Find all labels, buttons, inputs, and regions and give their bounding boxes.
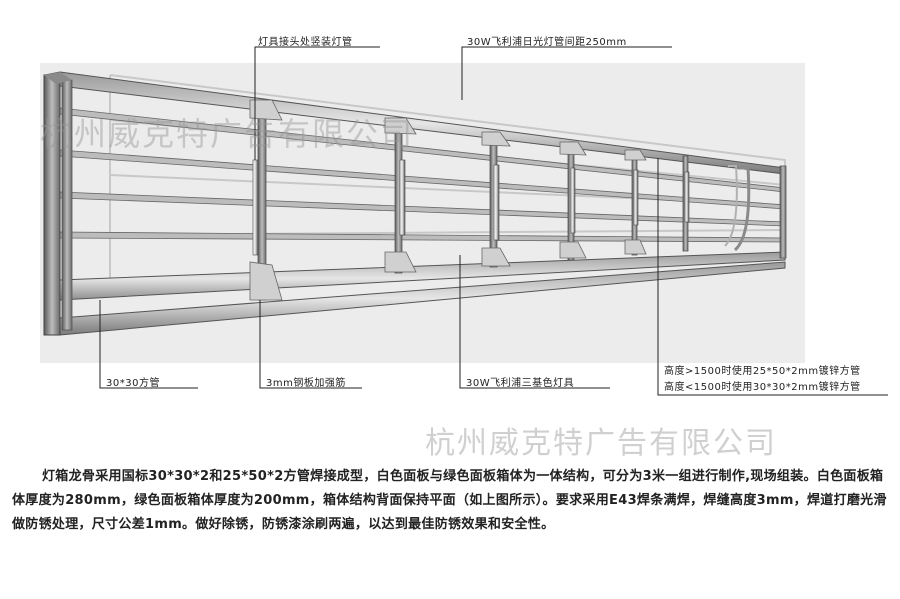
lightbox-frame-diagram: 杭州威克特广告有限公司 bbox=[40, 46, 888, 396]
company-watermark: 杭州威克特广告有限公司 bbox=[425, 426, 777, 461]
diagram-watermark: 杭州威克特广告有限公司 bbox=[40, 115, 414, 153]
leader-lines bbox=[99, 46, 888, 396]
label-tube-spacing: 30W飞利浦日光灯管间距250mm bbox=[467, 37, 627, 48]
frame-description: 灯箱龙骨采用国标30*30*2和25*50*2方管焊接成型，白色面板与绿色面板箱… bbox=[12, 469, 887, 532]
left-end-post bbox=[43, 72, 73, 336]
fluorescent-tubes bbox=[252, 159, 690, 256]
label-square-tube: 30*30方管 bbox=[106, 378, 160, 389]
label-steel-rib: 3mm钢板加强筋 bbox=[266, 378, 346, 389]
label-height-below: 高度<1500时使用30*30*2mm镀锌方管 bbox=[664, 382, 861, 393]
steel-gusset-plates bbox=[249, 99, 647, 301]
label-tri-phosphor-lamp: 30W飞利浦三基色灯具 bbox=[466, 378, 575, 389]
right-curved-end bbox=[724, 165, 751, 252]
label-tube-joint: 灯具接头处竖装灯管 bbox=[258, 37, 353, 48]
label-height-above: 高度>1500时使用25*50*2mm镀锌方管 bbox=[664, 366, 861, 377]
